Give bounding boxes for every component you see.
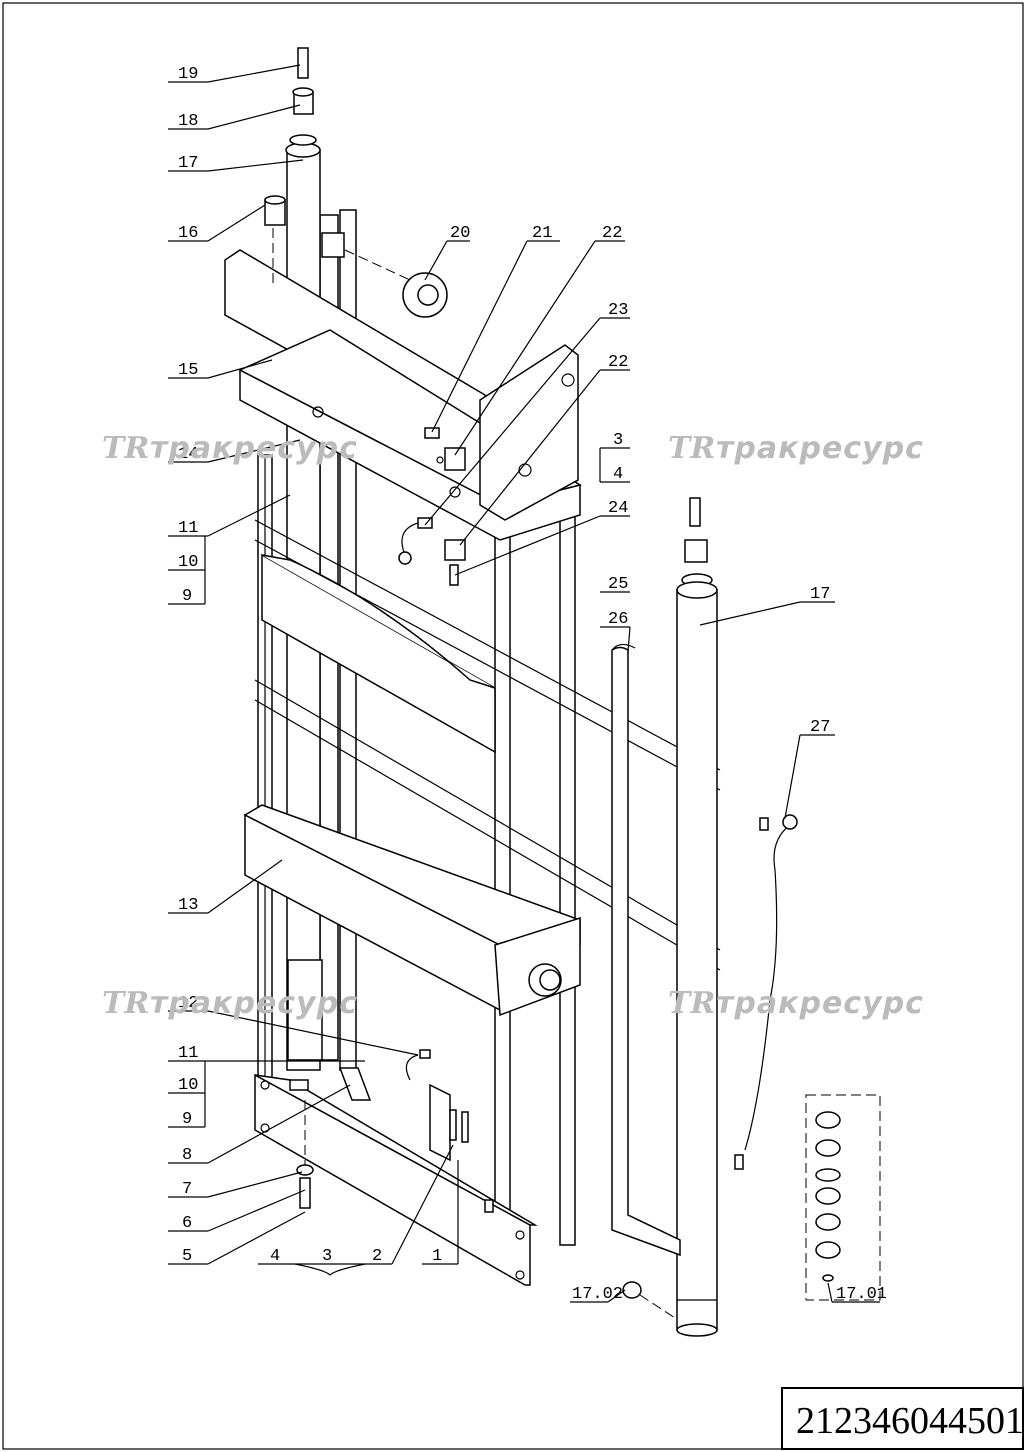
callout-2: 2 <box>372 1247 382 1266</box>
sensor-cable <box>734 814 798 1170</box>
callout-17-02: 17.02 <box>572 1285 623 1304</box>
callout-4: 4 <box>613 465 623 484</box>
callout-17-01: 17.01 <box>836 1285 887 1304</box>
watermark: TR тракресурс <box>102 986 358 1021</box>
fitting <box>622 1281 676 1319</box>
roller-bearing <box>321 232 448 318</box>
lower-hardware <box>289 1049 494 1213</box>
drawing-number: 212346044501 <box>796 1400 1024 1442</box>
callout-10: 10 <box>178 1076 198 1095</box>
callout-27: 27 <box>810 718 830 737</box>
watermark: TR тракресурс <box>668 986 924 1021</box>
watermark-logo: TR <box>102 431 149 466</box>
callout-21: 21 <box>532 224 552 243</box>
callout-22: 22 <box>608 353 628 372</box>
watermark-text: тракресурс <box>716 986 924 1021</box>
callout-3: 3 <box>322 1247 332 1266</box>
callout-13: 13 <box>178 896 198 915</box>
callout-12: 12 <box>178 994 198 1013</box>
lift-cylinder-right <box>676 497 718 1337</box>
guide-channel <box>611 643 681 1257</box>
callout-labels: 19 18 17 16 15 14 11 10 9 13 12 11 10 9 … <box>178 65 887 1304</box>
callout-16: 16 <box>178 224 198 243</box>
callout-22: 22 <box>602 224 622 243</box>
callout-14: 14 <box>178 445 198 464</box>
cap-nut <box>264 195 286 285</box>
callout-8: 8 <box>182 1146 192 1165</box>
callout-15: 15 <box>178 361 198 380</box>
callout-23: 23 <box>608 301 628 320</box>
callout-1: 1 <box>432 1247 442 1266</box>
callout-leaders <box>168 64 880 1303</box>
watermark: TR тракресурс <box>102 431 358 466</box>
watermark-logo: TR <box>668 986 715 1021</box>
callout-20: 20 <box>450 224 470 243</box>
callout-4: 4 <box>270 1247 280 1266</box>
watermark-logo: TR <box>668 431 715 466</box>
watermark-text: тракресурс <box>150 986 358 1021</box>
callout-24: 24 <box>608 499 628 518</box>
callout-9: 9 <box>182 1110 192 1129</box>
callout-7: 7 <box>182 1180 192 1199</box>
carriage-crossmember <box>243 804 581 1017</box>
callout-3: 3 <box>613 431 623 450</box>
callout-11: 11 <box>178 1044 198 1063</box>
callout-26: 26 <box>608 610 628 629</box>
watermark-text: тракресурс <box>150 431 358 466</box>
callout-19: 19 <box>178 65 198 84</box>
watermark: TR тракресурс <box>668 431 924 466</box>
callout-25: 25 <box>608 575 628 594</box>
callout-5: 5 <box>182 1247 192 1266</box>
callout-6: 6 <box>182 1214 192 1233</box>
callout-9: 9 <box>182 587 192 606</box>
base-plate <box>254 1073 538 1286</box>
callout-10: 10 <box>178 553 198 572</box>
watermarks: TR тракресурс TR тракресурс TR тракресур… <box>102 431 924 1021</box>
watermark-logo: TR <box>102 986 149 1021</box>
callout-11: 11 <box>178 519 198 538</box>
callout-17: 17 <box>178 154 198 173</box>
top-crosshead <box>224 249 582 541</box>
title-block: 212346044501 <box>781 1387 1024 1450</box>
callout-18: 18 <box>178 112 198 131</box>
mast-assembly <box>224 47 721 1286</box>
callout-17: 17 <box>810 585 830 604</box>
seal-kit-box <box>805 1094 881 1301</box>
watermark-text: тракресурс <box>716 431 924 466</box>
